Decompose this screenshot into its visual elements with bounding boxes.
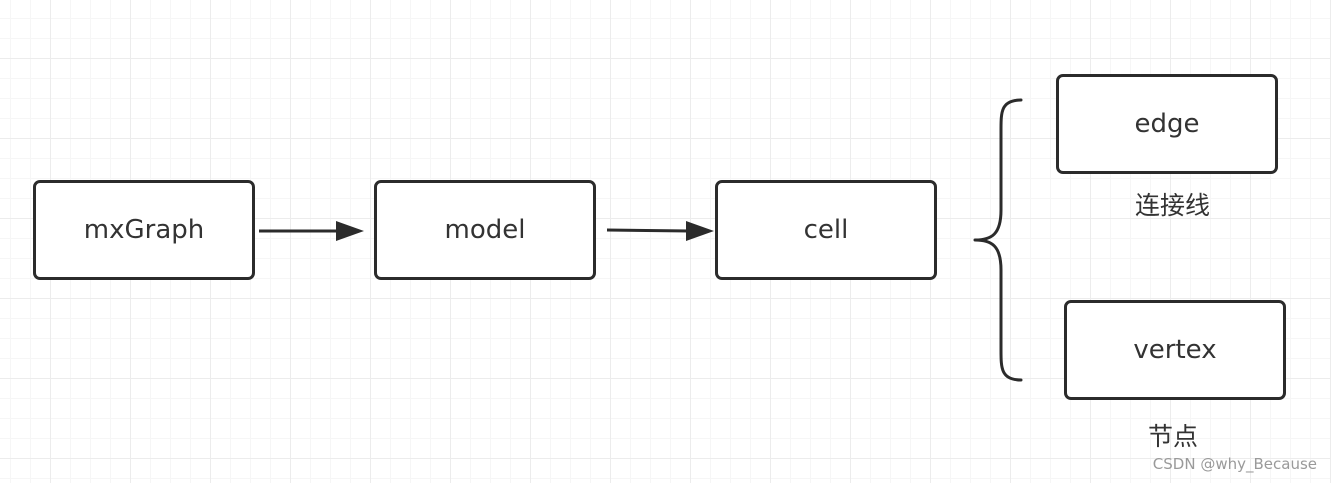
node-mxgraph[interactable]: mxGraph [33,180,255,280]
arrow-model-to-cell[interactable] [606,221,714,241]
caption-vertex: 节点 [1148,422,1199,451]
node-model-label: model [444,215,526,245]
node-edge-label: edge [1134,109,1200,139]
arrow-mxgraph-to-model[interactable] [259,221,364,241]
node-model[interactable]: model [374,180,596,280]
node-vertex-label: vertex [1133,335,1217,365]
node-cell[interactable]: cell [715,180,937,280]
arrowhead-icon [336,221,364,241]
watermark: CSDN @why_Because [1152,455,1317,473]
node-mxgraph-label: mxGraph [83,215,205,245]
node-vertex[interactable]: vertex [1064,300,1286,400]
node-cell-label: cell [803,215,849,245]
curly-brace[interactable] [973,98,1023,382]
caption-edge: 连接线 [1135,191,1211,220]
arrowhead-icon [686,221,714,241]
node-edge[interactable]: edge [1056,74,1278,174]
